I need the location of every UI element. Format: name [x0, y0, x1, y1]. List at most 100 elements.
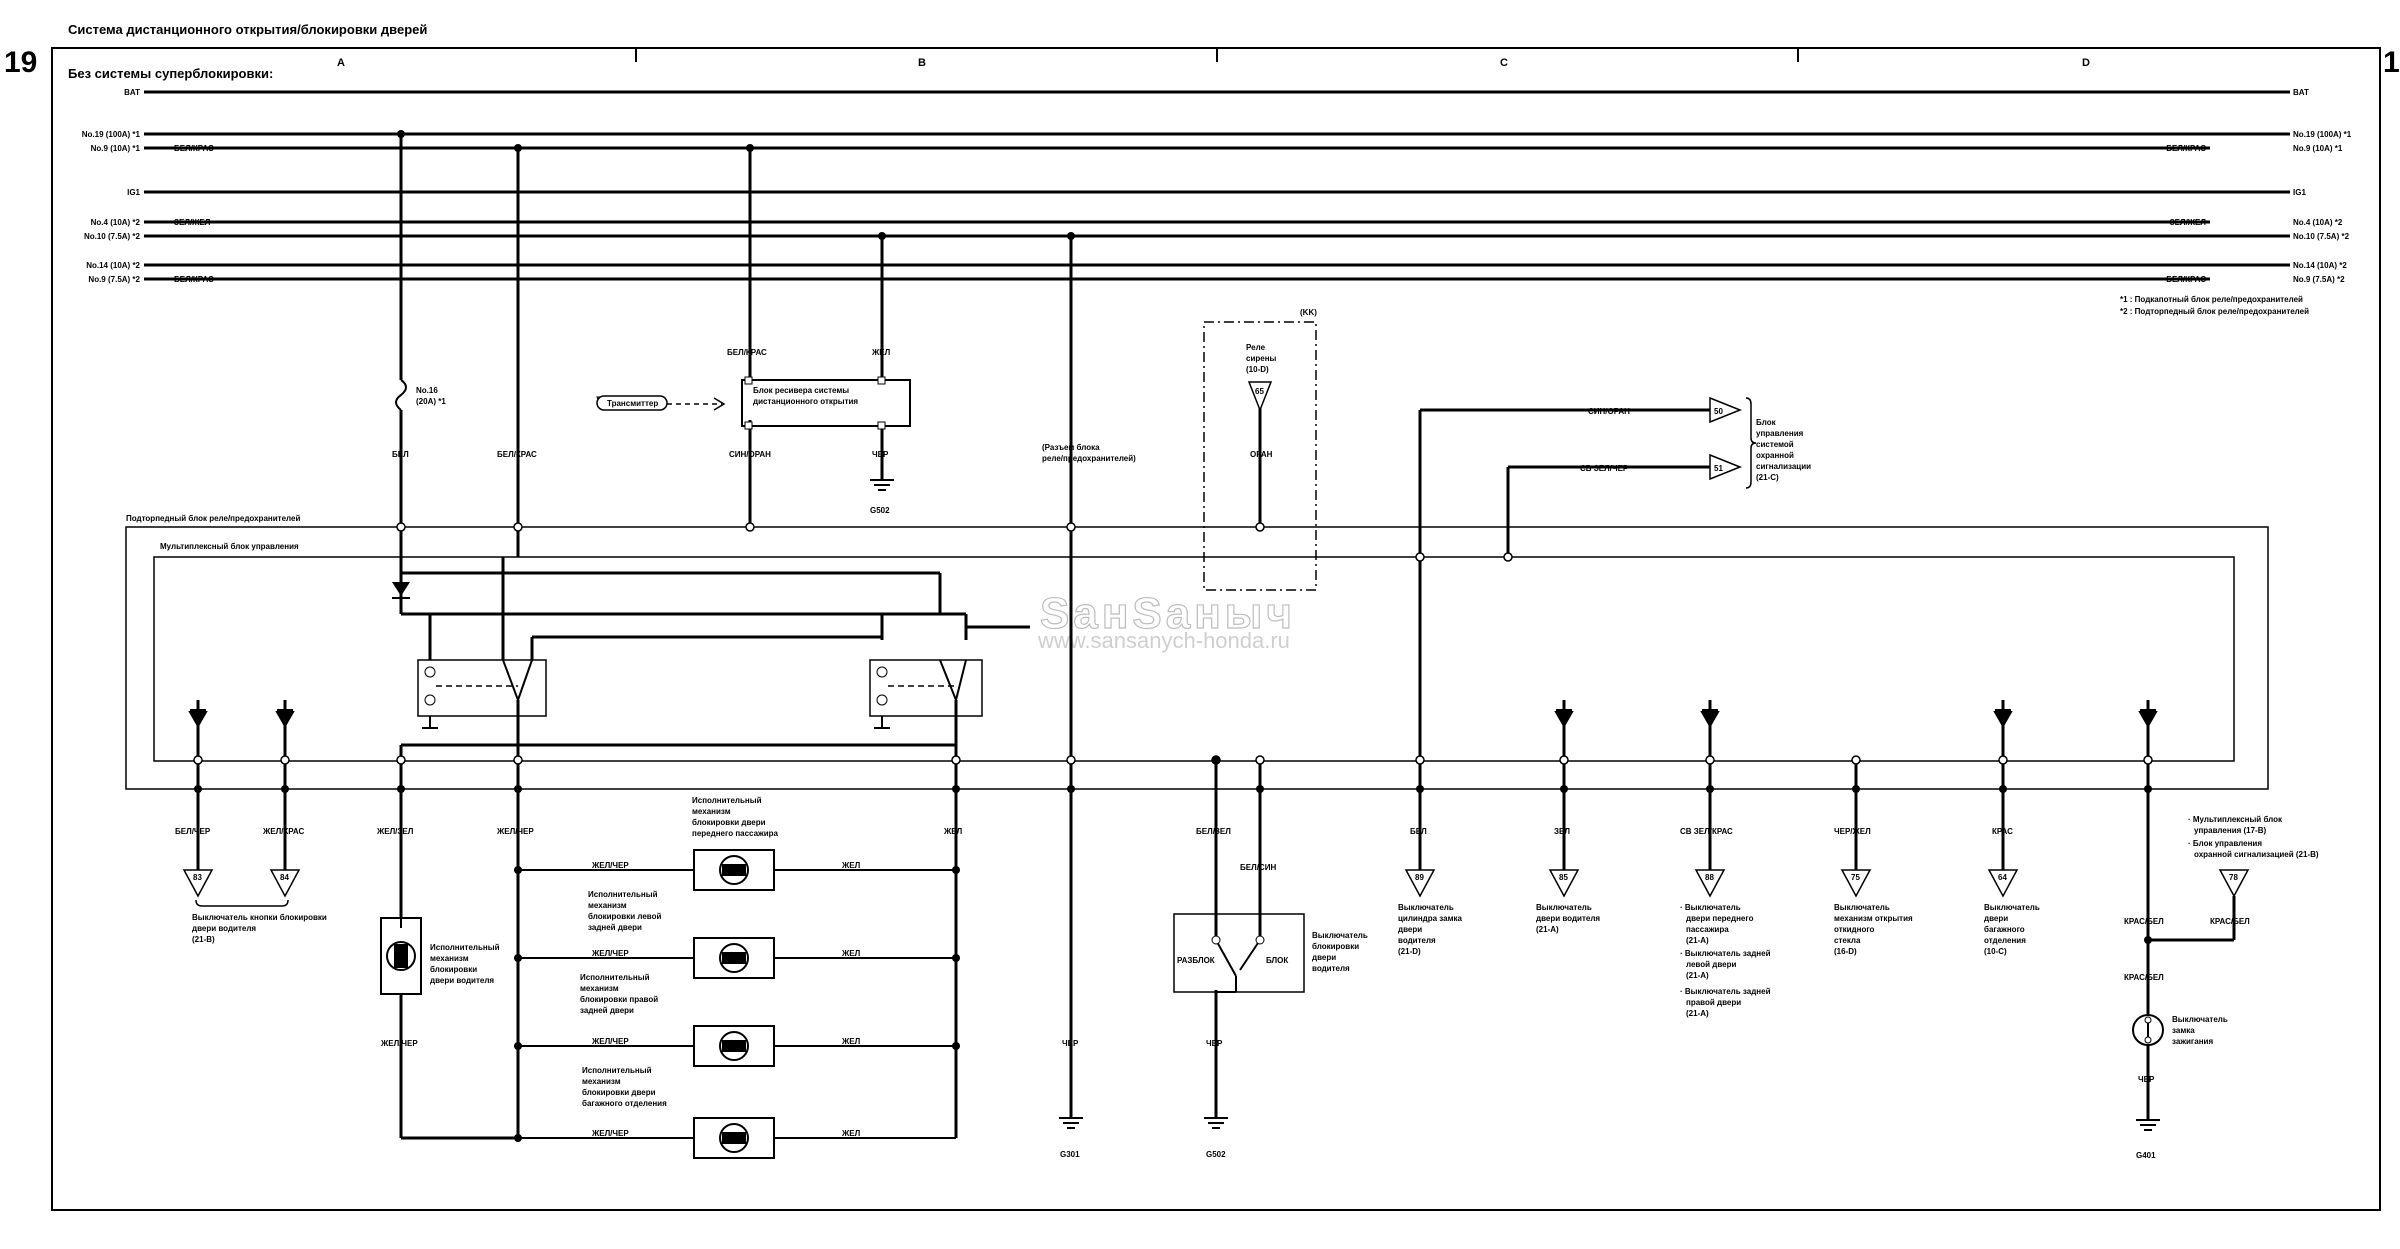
- p64-text-0: Выключатель: [1984, 903, 2040, 912]
- ign-wire-1: КРАС/БЕЛ: [2124, 917, 2164, 926]
- act-front-2: механизм: [692, 807, 731, 816]
- act-rr-4: задней двери: [580, 1006, 634, 1015]
- pin-89: 89: [1415, 873, 1424, 882]
- p88-text-1: двери переднего: [1686, 914, 1754, 923]
- rail-9b-right: No.9 (7.5A) *2: [2293, 275, 2345, 284]
- actuator-icons: [518, 849, 957, 1159]
- act-wire-right-4: ЖЕЛ: [841, 1129, 861, 1138]
- page-number-left: 19: [4, 46, 38, 79]
- zone-b: B: [918, 57, 926, 69]
- p75-text-3: стекла: [1834, 936, 1861, 945]
- switch-83-line1: Выключатель кнопки блокировки: [192, 913, 327, 922]
- act-rr-3: блокировки правой: [580, 995, 658, 1004]
- act-wire-left-3: ЖЕЛ/ЧЕР: [591, 1037, 629, 1046]
- siren-kk: (KK): [1300, 308, 1317, 317]
- alarm-line-3: охранной: [1756, 451, 1794, 460]
- ground-g301: G301: [1060, 1150, 1080, 1159]
- pin-83: 83: [193, 873, 202, 882]
- rail-14-right: No.14 (10A) *2: [2293, 261, 2347, 270]
- lockswitch-text-1: Выключатель: [1312, 931, 1368, 940]
- p89-text-4: (21-D): [1398, 947, 1421, 956]
- wire-zhel: ЖЕЛ: [943, 827, 963, 836]
- wire-75: ЧЕР/ЖЕЛ: [1834, 827, 1871, 836]
- relay-lock: [417, 659, 547, 760]
- ign-text-0: Выключатель: [2172, 1015, 2228, 1024]
- p75-text-4: (16-D): [1834, 947, 1857, 956]
- lockswitch-lock: БЛОК: [1266, 956, 1288, 965]
- alarm-wire2: СВ ЗЕЛ/ЧЕР: [1580, 464, 1629, 473]
- lockswitch-text-4: водителя: [1312, 964, 1350, 973]
- p85-text-1: двери водителя: [1536, 914, 1600, 923]
- act-rl-1: Исполнительный: [588, 890, 658, 899]
- p64-text-4: (10-C): [1984, 947, 2007, 956]
- receiver-name-1: Блок ресивера системы: [753, 386, 849, 395]
- act-wire-right-2: ЖЕЛ: [841, 949, 861, 958]
- p88-text-5: левой двери: [1686, 960, 1736, 969]
- alarm-pin2: 51: [1714, 464, 1723, 473]
- page-number-right: 1: [2383, 46, 2400, 79]
- driver-act-line4: двери водителя: [430, 976, 494, 985]
- ign-note-1: управления (17-B): [2194, 826, 2267, 835]
- rail-ig1-left: IG1: [127, 188, 140, 197]
- rail-9-left: No.9 (10A) *1: [91, 144, 141, 153]
- alarm-connectors: [1709, 396, 1757, 489]
- fuse-16-icon: [395, 379, 407, 411]
- p88-text-2: пассажира: [1686, 925, 1729, 934]
- ign-note-0: · Мультиплексный блок: [2188, 815, 2283, 824]
- rail-4-right: No.4 (10A) *2: [2293, 218, 2343, 227]
- lockswitch-wire: ЧЕР: [1206, 1039, 1223, 1048]
- p88-text-8: правой двери: [1686, 998, 1741, 1007]
- watermark-brand: SанSаныч: [1040, 589, 1296, 638]
- wire-83: БЕЛ/ЧЕР: [175, 827, 211, 836]
- ign-wire-gnd: ЧЕР: [2138, 1075, 2155, 1084]
- alarm-line-5: (21-C): [1756, 473, 1779, 482]
- receiver-name-2: дистанционного открытия: [753, 397, 858, 406]
- act-wire-right-1: ЖЕЛ: [841, 861, 861, 870]
- wire-zhel-zel: ЖЕЛ/ЗЕЛ: [376, 827, 414, 836]
- act-trunk-1: Исполнительный: [582, 1066, 652, 1075]
- lockswitch-ground: G502: [1206, 1150, 1226, 1159]
- rail-9b-left: No.9 (7.5A) *2: [88, 275, 140, 284]
- wire-84: ЖЕЛ/КРАС: [262, 827, 304, 836]
- p89-text-3: водителя: [1398, 936, 1436, 945]
- act-trunk-3: блокировки двери: [582, 1088, 656, 1097]
- switch-83-line2: двери водителя: [192, 924, 256, 933]
- act-front-3: блокировки двери: [692, 818, 766, 827]
- p88-text-4: · Выключатель задней: [1680, 949, 1771, 958]
- act-wire-left-1: ЖЕЛ/ЧЕР: [591, 861, 629, 870]
- wire-zhel-cher-2: ЖЕЛ/ЧЕР: [380, 1039, 418, 1048]
- ign-wire-2: КРАС/БЕЛ: [2210, 917, 2250, 926]
- ignition-switch-icon: [2132, 1014, 2164, 1046]
- fuse-16-line1: No.16: [416, 386, 438, 395]
- alarm-line-2: системой: [1756, 440, 1794, 449]
- wire-belkras-label: БЕЛ/КРАС: [497, 450, 537, 459]
- note-1: *1 : Подкапотный блок реле/предохранител…: [2120, 295, 2303, 304]
- pin-75: 75: [1851, 873, 1860, 882]
- multiplex-unit: [153, 556, 2235, 762]
- wire-89: БЕЛ: [1410, 827, 1427, 836]
- act-front-4: переднего пассажира: [692, 829, 779, 838]
- act-wire-left-4: ЖЕЛ/ЧЕР: [591, 1129, 629, 1138]
- lockswitch-unlock: РАЗБЛОК: [1177, 956, 1215, 965]
- receiver-wire-in-right: ЖЕЛ: [871, 348, 891, 357]
- rail-bat-right: BAT: [2293, 88, 2309, 97]
- note-2: *2 : Подторпедный блок реле/предохраните…: [2120, 307, 2309, 316]
- rail-bat-left: BAT: [124, 88, 140, 97]
- page-title: Система дистанционного открытия/блокиров…: [68, 22, 428, 37]
- ign-text-1: замка: [2172, 1026, 2195, 1035]
- ign-note-3: охранной сигнализацией (21-B): [2194, 850, 2319, 859]
- rail-9-right-wire: БЕЛ/КРАС: [2166, 144, 2206, 153]
- rail-19-right: No.19 (100A) *1: [2293, 130, 2352, 139]
- ign-note-2: · Блок управления: [2188, 839, 2262, 848]
- siren-line3: (10-D): [1246, 365, 1269, 374]
- alarm-line-1: управления: [1756, 429, 1804, 438]
- act-rl-4: задней двери: [588, 923, 642, 932]
- p85-text-0: Выключатель: [1536, 903, 1592, 912]
- rail-14-left: No.14 (10A) *2: [86, 261, 140, 270]
- alarm-line-0: Блок: [1756, 418, 1777, 427]
- act-rl-2: механизм: [588, 901, 627, 910]
- p88-text-0: · Выключатель: [1680, 903, 1741, 912]
- subtitle: Без системы суперблокировки:: [68, 66, 273, 81]
- rail-9-right: No.9 (10A) *1: [2293, 144, 2343, 153]
